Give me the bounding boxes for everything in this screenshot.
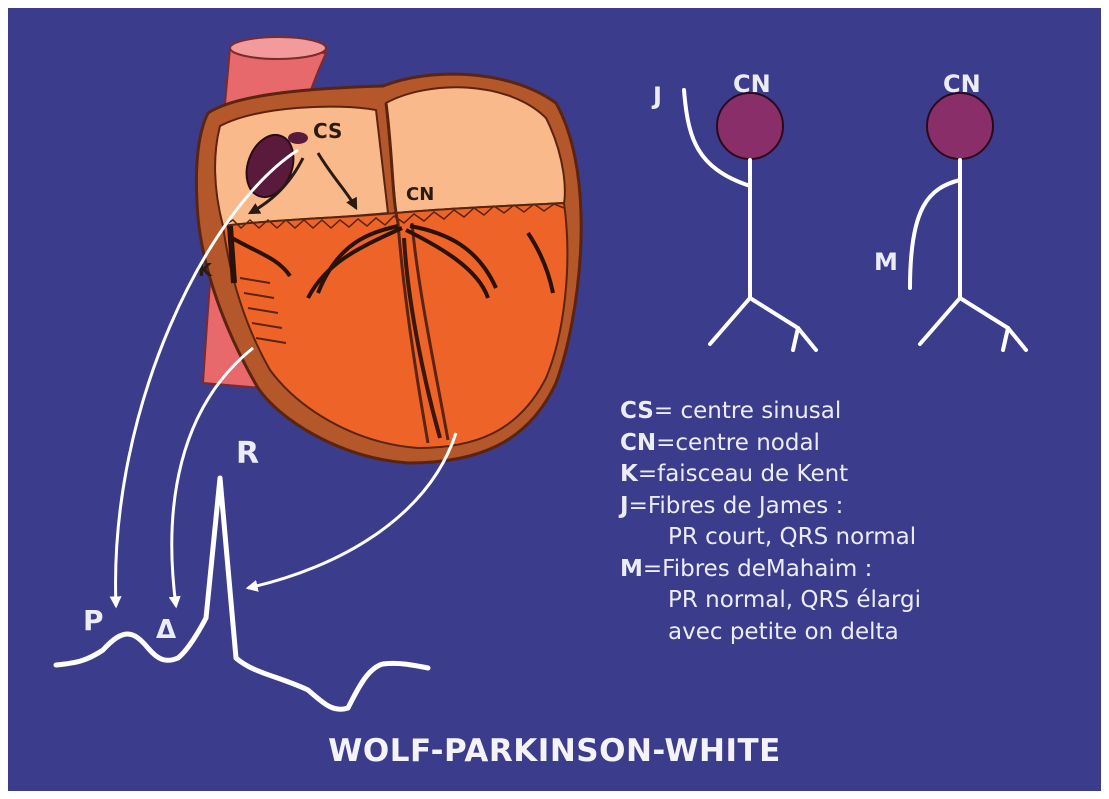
- right-atrium: [215, 107, 388, 226]
- legend-key: CN: [620, 430, 656, 456]
- legend-row: PR court, QRS normal: [620, 522, 921, 554]
- node-head-right: [927, 93, 993, 159]
- label-r: R: [236, 436, 259, 471]
- legend-row: CN=centre nodal: [620, 428, 921, 460]
- legend-text: =Fibres deMahaim :: [643, 556, 872, 582]
- legend-text: =centre nodal: [656, 430, 820, 456]
- label-cs: CS: [313, 119, 342, 143]
- legend-key: M: [620, 556, 643, 582]
- heart-diagram: CS CN K P Δ R CN J: [8, 8, 1101, 791]
- legend-row: PR normal, QRS élargi: [620, 585, 921, 617]
- page-title: WOLF-PARKINSON-WHITE: [8, 733, 1101, 769]
- label-delta: Δ: [156, 615, 176, 645]
- sinus-node: [288, 132, 308, 144]
- legend: CS= centre sinusal CN=centre nodal K=fai…: [620, 396, 921, 648]
- label-p: P: [83, 604, 104, 637]
- legend-text: avec petite on delta: [668, 619, 899, 645]
- legend-row: CS= centre sinusal: [620, 396, 921, 428]
- legend-text: =faisceau de Kent: [638, 461, 848, 487]
- stick-figure-mahaim: CN M: [874, 70, 1026, 350]
- label-j: J: [651, 82, 662, 110]
- legend-text: PR normal, QRS élargi: [668, 587, 921, 613]
- label-cn-left: CN: [733, 70, 771, 98]
- stick-figure-james: CN J: [651, 70, 816, 350]
- node-head-left: [717, 93, 783, 159]
- legend-text: = centre sinusal: [654, 398, 841, 424]
- legend-text: =Fibres de James :: [629, 493, 844, 519]
- label-cn: CN: [406, 184, 434, 205]
- legend-row: J=Fibres de James :: [620, 491, 921, 523]
- legend-key: J: [620, 493, 629, 519]
- slide: CS CN K P Δ R CN J: [8, 8, 1101, 791]
- ecg-trace: [56, 478, 428, 709]
- legend-key: CS: [620, 398, 654, 424]
- ventricles: [223, 203, 567, 448]
- legend-row: avec petite on delta: [620, 617, 921, 649]
- legend-row: M=Fibres deMahaim :: [620, 554, 921, 586]
- legend-row: K=faisceau de Kent: [620, 459, 921, 491]
- label-cn-right: CN: [943, 70, 981, 98]
- label-m: M: [874, 248, 898, 276]
- kent-bundle: [230, 226, 234, 283]
- legend-key: K: [620, 461, 638, 487]
- mahaim-fibre: [910, 180, 960, 288]
- legend-text: PR court, QRS normal: [668, 524, 916, 550]
